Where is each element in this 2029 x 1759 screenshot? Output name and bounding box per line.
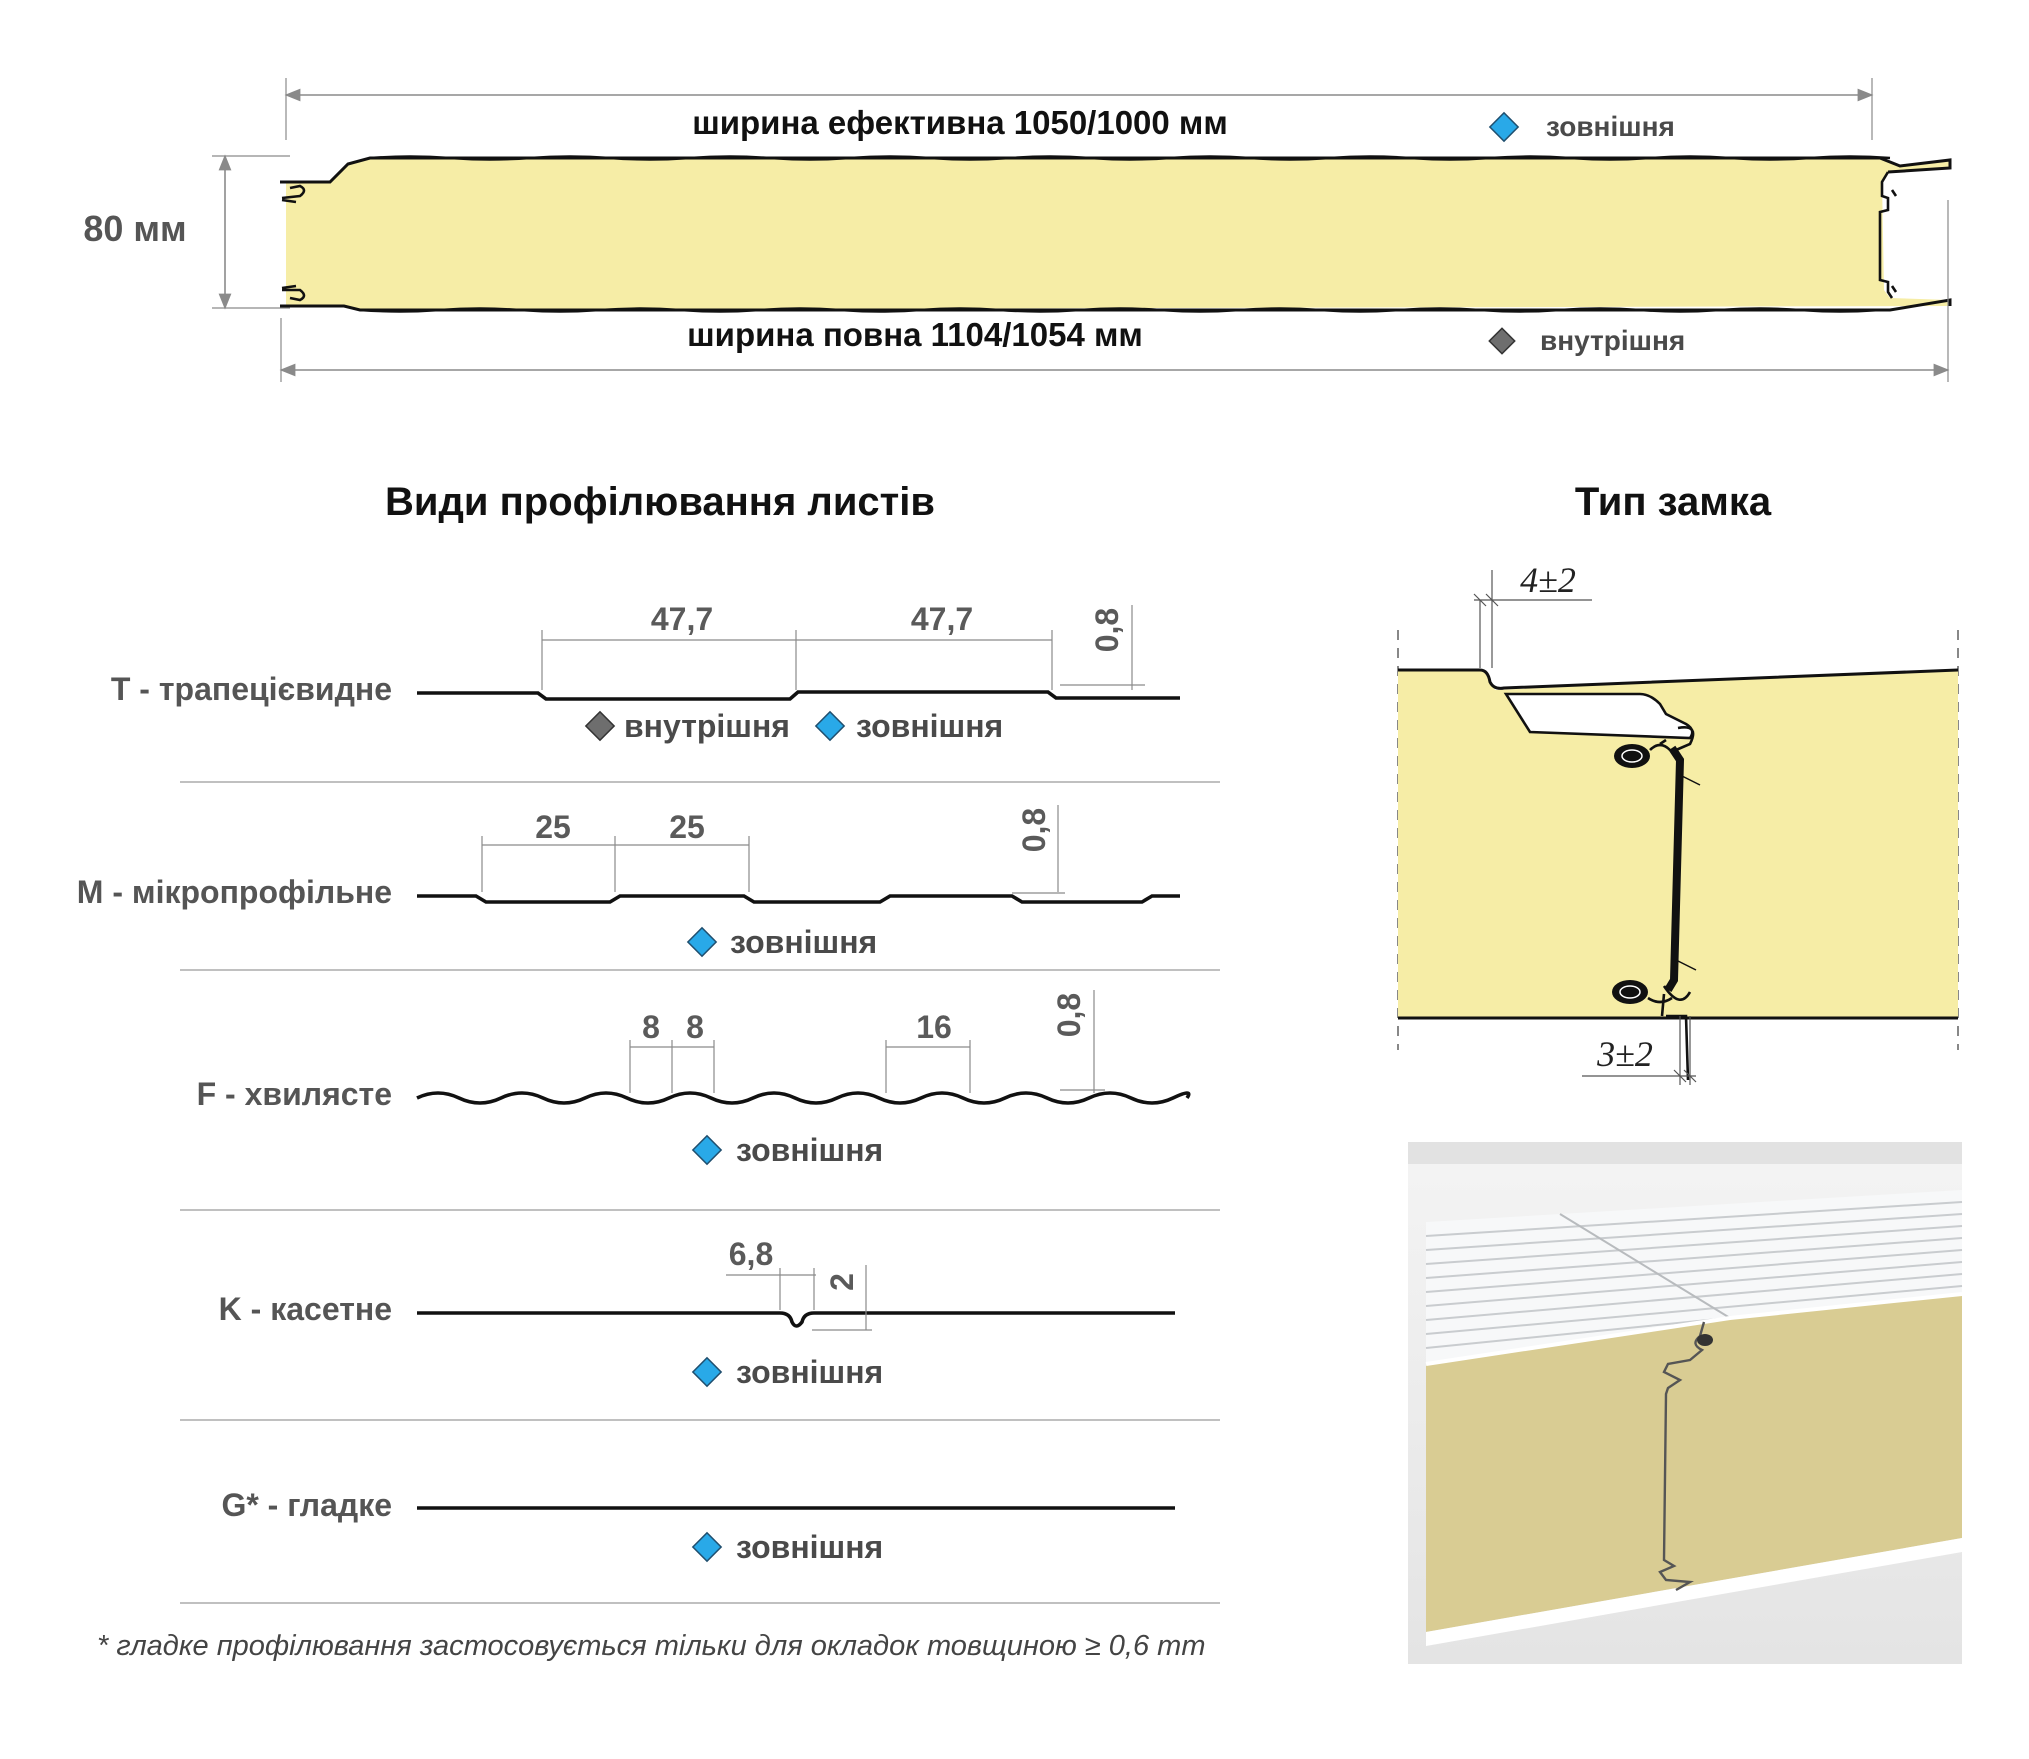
profile-k: K - касетне 6,8 2 зовнішня bbox=[219, 1236, 1175, 1390]
panel-foam-body bbox=[286, 158, 1950, 310]
profile-m: M - мікропрофільне 25 25 0,8 зовнішня bbox=[77, 805, 1180, 960]
lock-bottom-dim: 3±2 bbox=[1596, 1034, 1653, 1074]
profile-t: T - трапецієвидне 47,7 47,7 0,8 внутрішн… bbox=[111, 601, 1180, 744]
lock-gasket-top bbox=[1614, 744, 1650, 768]
profile-g: G* - гладке зовнішня bbox=[221, 1487, 1175, 1565]
panel-bottom-skin bbox=[280, 298, 1952, 312]
profile-f-dim-2: 8 bbox=[686, 1009, 704, 1045]
profile-m-outer-marker-icon bbox=[686, 926, 718, 958]
lock-diagram: 4±2 3±2 bbox=[1397, 560, 1959, 1085]
profile-k-line bbox=[417, 1311, 1175, 1328]
panel-photo-foam-side bbox=[1426, 1294, 1962, 1632]
panel-photo-joint bbox=[1658, 1321, 1706, 1592]
profile-f-label: F - хвилясте bbox=[197, 1076, 392, 1112]
profile-g-legend-outer: зовнішня bbox=[736, 1529, 883, 1565]
profile-k-dim-1: 6,8 bbox=[729, 1236, 773, 1272]
profile-k-label: K - касетне bbox=[219, 1291, 392, 1327]
profile-t-dim-3: 0,8 bbox=[1089, 608, 1125, 652]
profile-t-inner-marker-icon bbox=[584, 710, 616, 742]
profile-m-dims bbox=[481, 805, 1065, 894]
panel-left-lock bbox=[281, 184, 306, 302]
lock-seal bbox=[1664, 745, 1685, 993]
profile-f-dims bbox=[629, 990, 1105, 1093]
profile-g-outer-marker-icon bbox=[691, 1531, 723, 1563]
profile-f: F - хвилясте 8 8 16 0,8 зовнішня bbox=[197, 990, 1191, 1168]
profile-m-dim-3: 0,8 bbox=[1016, 808, 1052, 852]
lock-cavity bbox=[1503, 692, 1694, 740]
profile-k-outer-marker-icon bbox=[691, 1356, 723, 1388]
profile-t-legend-inner: внутрішня bbox=[624, 708, 790, 744]
profile-f-legend-outer: зовнішня bbox=[736, 1132, 883, 1168]
profile-m-legend-outer: зовнішня bbox=[730, 924, 877, 960]
profile-f-dim-3: 16 bbox=[916, 1009, 952, 1045]
profiles-section-title: Види профілювання листів bbox=[385, 480, 935, 524]
profile-f-dim-1: 8 bbox=[642, 1009, 660, 1045]
profile-k-legend-outer: зовнішня bbox=[736, 1354, 883, 1390]
footnote: * гладке профілювання застосовується тіл… bbox=[97, 1630, 1205, 1662]
profile-f-outer-marker-icon bbox=[691, 1134, 723, 1166]
panel-photo-top-surface bbox=[1426, 1190, 1962, 1364]
inner-label: внутрішня bbox=[1540, 325, 1685, 356]
lock-section-title: Тип замка bbox=[1575, 480, 1772, 524]
profile-m-label: M - мікропрофільне bbox=[77, 874, 392, 910]
profile-f-dim-4: 0,8 bbox=[1051, 993, 1087, 1037]
full-width-label: ширина повна 1104/1054 мм bbox=[687, 316, 1143, 353]
profile-m-line bbox=[417, 894, 1180, 904]
profile-t-dim-1: 47,7 bbox=[651, 601, 713, 637]
panel-right-lock bbox=[1878, 171, 1898, 299]
profile-k-dims bbox=[726, 1265, 872, 1331]
profile-f-line bbox=[416, 1091, 1191, 1105]
profile-g-label: G* - гладке bbox=[221, 1487, 392, 1523]
lock-top-dim: 4±2 bbox=[1520, 560, 1576, 600]
profile-k-dim-2: 2 bbox=[824, 1273, 860, 1291]
profile-t-line bbox=[417, 690, 1180, 701]
profile-t-outer-marker-icon bbox=[814, 710, 846, 742]
inner-marker-icon bbox=[1488, 327, 1516, 355]
lock-gasket-bottom bbox=[1612, 980, 1648, 1004]
profile-m-dim-2: 25 bbox=[669, 809, 705, 845]
profile-t-dims bbox=[541, 605, 1145, 690]
profile-m-dim-1: 25 bbox=[535, 809, 571, 845]
panel-cross-section: ширина ефективна 1050/1000 мм зовнішня 8… bbox=[83, 78, 1952, 382]
outer-marker-icon bbox=[1488, 111, 1520, 143]
effective-width-label: ширина ефективна 1050/1000 мм bbox=[692, 104, 1228, 141]
thickness-label: 80 мм bbox=[83, 208, 186, 249]
outer-label: зовнішня bbox=[1546, 111, 1675, 142]
profile-t-legend-outer: зовнішня bbox=[856, 708, 1003, 744]
panel-photo bbox=[1408, 1142, 1963, 1664]
profile-t-label: T - трапецієвидне bbox=[111, 671, 392, 707]
profile-t-dim-2: 47,7 bbox=[911, 601, 973, 637]
